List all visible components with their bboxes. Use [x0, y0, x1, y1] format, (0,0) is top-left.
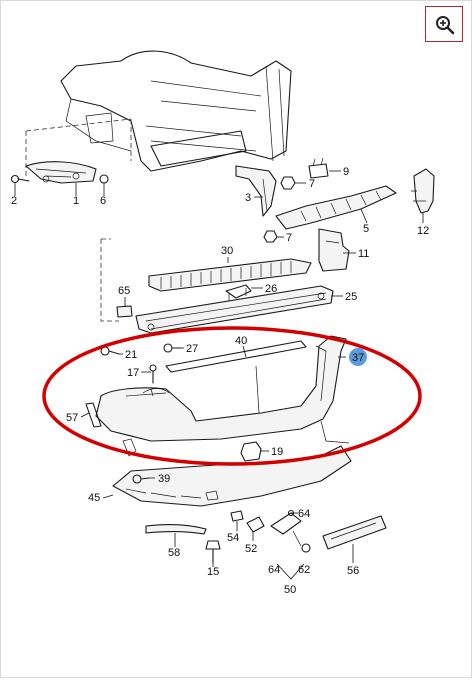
label-part-21[interactable]: 21 [125, 349, 137, 361]
label-part-52[interactable]: 52 [245, 543, 257, 555]
part-58-strip [145, 524, 207, 535]
part-19-clip [240, 441, 262, 462]
part-7-nut-upper [280, 176, 296, 190]
part-56-plate-holder [322, 515, 387, 550]
label-part-50[interactable]: 50 [284, 584, 296, 596]
part-6-nut-left [99, 174, 109, 184]
highlight-ellipse [42, 326, 422, 466]
label-part-54[interactable]: 54 [227, 532, 239, 544]
label-part-1[interactable]: 1 [73, 195, 79, 207]
part-37-bumper-cover [95, 335, 347, 442]
part-52-cover [246, 516, 265, 533]
label-part-40[interactable]: 40 [235, 335, 247, 347]
part-21-screw [100, 346, 120, 356]
part-17-clip [149, 364, 157, 384]
leader-lines [14, 170, 424, 580]
label-part-9[interactable]: 9 [343, 166, 349, 178]
part-5-guide [275, 185, 397, 230]
label-part-57[interactable]: 57 [66, 412, 78, 424]
part-54-clip [230, 510, 244, 522]
part-11-bracket [318, 228, 350, 272]
label-part-64-lower[interactable]: 64 [268, 564, 280, 576]
label-part-12[interactable]: 12 [417, 225, 429, 237]
label-part-26[interactable]: 26 [265, 283, 277, 295]
label-part-2[interactable]: 2 [11, 195, 17, 207]
reference-box-center [100, 238, 119, 322]
part-30-absorber [148, 258, 312, 292]
label-part-58[interactable]: 58 [168, 547, 180, 559]
label-part-17[interactable]: 17 [127, 367, 139, 379]
part-37-badge[interactable] [349, 348, 367, 366]
label-part-65[interactable]: 65 [118, 285, 130, 297]
label-part-45[interactable]: 45 [88, 492, 100, 504]
label-part-7-lower[interactable]: 7 [286, 232, 292, 244]
reference-box-left [25, 118, 132, 176]
label-part-15[interactable]: 15 [207, 566, 219, 578]
part-62-tow-cover [270, 512, 311, 553]
part-12-bracket [411, 168, 435, 214]
label-part-5[interactable]: 5 [363, 223, 369, 235]
part-7-nut-lower [263, 230, 278, 243]
part-25-carrier [135, 285, 334, 334]
part-27-screw [163, 343, 182, 353]
label-part-56[interactable]: 56 [347, 565, 359, 577]
label-part-30[interactable]: 30 [221, 245, 233, 257]
zoom-button[interactable] [425, 6, 463, 42]
part-1-bracket [25, 161, 97, 184]
label-part-62[interactable]: 62 [298, 564, 310, 576]
part-2-screw [10, 174, 30, 184]
label-part-37[interactable]: 37 [352, 352, 364, 364]
rear-body-panel [60, 50, 292, 172]
label-part-25[interactable]: 25 [345, 291, 357, 303]
label-part-3[interactable]: 3 [245, 192, 251, 204]
zoom-in-icon [436, 16, 455, 35]
label-part-64-upper[interactable]: 64 [298, 508, 310, 520]
part-9-clip [308, 157, 329, 179]
label-part-11[interactable]: 11 [358, 248, 369, 260]
label-part-6[interactable]: 6 [100, 195, 106, 207]
part-57-reflector [85, 402, 102, 428]
label-part-27[interactable]: 27 [186, 343, 198, 355]
part-15-screw [205, 540, 221, 564]
part-65-plate [116, 305, 133, 318]
part-39-screw [132, 474, 150, 484]
label-part-19[interactable]: 19 [271, 446, 283, 458]
part-26-bracket [225, 284, 252, 301]
label-part-39[interactable]: 39 [158, 473, 170, 485]
label-part-7-upper[interactable]: 7 [309, 178, 315, 190]
part-3-bracket [235, 165, 277, 217]
part-40-strip [165, 340, 307, 373]
